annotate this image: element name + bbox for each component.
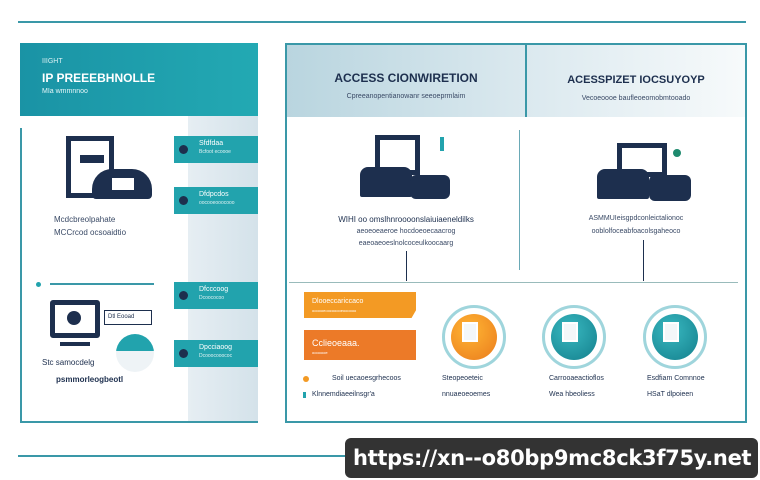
- server-stack-icon-2: [597, 137, 697, 203]
- card-label: Dlooeccariccaco: [312, 298, 364, 305]
- dot-icon: [179, 196, 188, 205]
- left-border: [20, 128, 22, 422]
- column-divider: [519, 130, 520, 270]
- tab-title: Dpcciaoog: [199, 344, 233, 351]
- globe-icon: [116, 334, 154, 372]
- col2-desc-2: ooblolfoceabfoacolsgaheoco: [591, 228, 681, 235]
- bottom-border: [20, 421, 258, 423]
- step-1-line-2: Klnnemdiaeeilnsgr'a: [312, 391, 375, 398]
- document-lock-icon: [66, 136, 154, 206]
- step-4-line-2: HSaT dlpoieen: [647, 391, 694, 398]
- left-panel: IIIGHT IP PREEEBHNOLLE MIa wmmnnoo Mcdcb…: [20, 43, 258, 423]
- timeline: [289, 282, 738, 283]
- col2-header: ACESSPIZET IOCSUYOYP Vecoeoooe baufleoeo…: [527, 45, 745, 117]
- card-sub: oooooeoocooooeoooooo: [312, 308, 357, 313]
- top-divider: [18, 21, 746, 23]
- card-orange[interactable]: Dlooeccariccaco oooooeoocooooeoooooo: [304, 292, 416, 318]
- col1-header: ACCESS CIONWIRETION Cpreeanopentianowanr…: [287, 45, 525, 117]
- server-stack-icon: [360, 135, 460, 201]
- step-circle-2[interactable]: [542, 305, 606, 369]
- document-icon: [562, 322, 578, 342]
- dot-icon: [179, 349, 188, 358]
- col1-subtitle: Cpreeanopentianowanr seeoeprmlaim: [346, 93, 466, 100]
- bottom-divider: [18, 455, 348, 457]
- monitor-label: Dtl Eooad: [104, 310, 152, 325]
- header-subtitle: MIa wmmnnoo: [42, 88, 88, 95]
- monitor-icon: [50, 300, 102, 350]
- step-1-line-1: Soil uecaoesgrhecoos: [332, 375, 401, 382]
- tab-title: Sfdfdaa: [199, 140, 224, 147]
- caption-1-line-2: MCCrcod ocsoaidtio: [54, 228, 127, 237]
- col1-title: ACCESS CIONWIRETION: [334, 71, 478, 85]
- step-circle-1[interactable]: [442, 305, 506, 369]
- tab-sub: Dcooocooococ: [199, 353, 233, 359]
- dot-icon: [179, 145, 188, 154]
- step-3-line-1: Carrooaeactioflos: [549, 375, 604, 382]
- caption-2-line-2: psmmorleogbeotl: [56, 375, 124, 384]
- header-eyebrow: IIIGHT: [42, 58, 63, 65]
- url-watermark: https://xn--o80bp9mc8ck3f75y.net: [345, 438, 758, 478]
- bullet-icon: [36, 282, 41, 287]
- connector: [643, 240, 644, 281]
- dot-icon: [179, 291, 188, 300]
- col1-desc-1: WIHI oo omslhnroooonslaiuiaeneldilks: [338, 215, 474, 224]
- tab-title: Dfdpcdos: [199, 191, 229, 198]
- bullet-icon: [303, 376, 309, 382]
- connector: [406, 251, 407, 281]
- side-strip: [188, 116, 258, 422]
- step-2-line-1: Steopeoeteic: [442, 375, 483, 382]
- caption-1-line-1: Mcdcbreolpahate: [54, 215, 116, 224]
- step-3-line-2: Wea hbeoliess: [549, 391, 595, 398]
- tab-sub: Dcoococoo: [199, 295, 225, 301]
- divider: [50, 283, 154, 285]
- tab-2[interactable]: Dfdpcdos oocooeooocooo: [174, 187, 258, 214]
- left-header: IIIGHT IP PREEEBHNOLLE MIa wmmnnoo: [20, 43, 258, 116]
- tab-sub: oocooeooocooo: [199, 200, 235, 206]
- card-sub: ooooooe: [312, 350, 328, 355]
- step-2-line-2: nnuaeoeoemes: [442, 391, 491, 398]
- bar-icon: [303, 392, 306, 398]
- col1-desc-3: eaeoaeoeslnolcoceulkoocaarg: [358, 240, 454, 247]
- caption-2-line-1: Stc samocdelg: [42, 358, 95, 367]
- header-title: IP PREEEBHNOLLE: [42, 71, 156, 85]
- url-text: https://xn--o80bp9mc8ck3f75y.net: [353, 446, 752, 470]
- document-icon: [462, 322, 478, 342]
- col1-desc-2: aeoeoeaeroe hocdoeoecaacrog: [356, 228, 456, 235]
- header-divider: [525, 45, 527, 117]
- col2-desc-1: ASMMUIeisgpdconleictalionoc: [588, 215, 684, 222]
- tab-sub: Bcfoot ecoooe: [199, 149, 231, 155]
- card-label: Cclieoeaaa.: [312, 338, 360, 348]
- right-panel: ACCESS CIONWIRETION Cpreeanopentianowanr…: [285, 43, 747, 423]
- card-orange-dark[interactable]: Cclieoeaaa. ooooooe: [304, 330, 416, 360]
- step-circle-3[interactable]: [643, 305, 707, 369]
- step-4-line-1: Esdfiam Comnnoe: [647, 375, 705, 382]
- document-icon: [663, 322, 679, 342]
- tab-title: Dfcccoog: [199, 286, 229, 293]
- col2-title: ACESSPIZET IOCSUYOYP: [567, 74, 705, 86]
- col2-subtitle: Vecoeoooe baufleoeomobmtooado: [581, 95, 691, 102]
